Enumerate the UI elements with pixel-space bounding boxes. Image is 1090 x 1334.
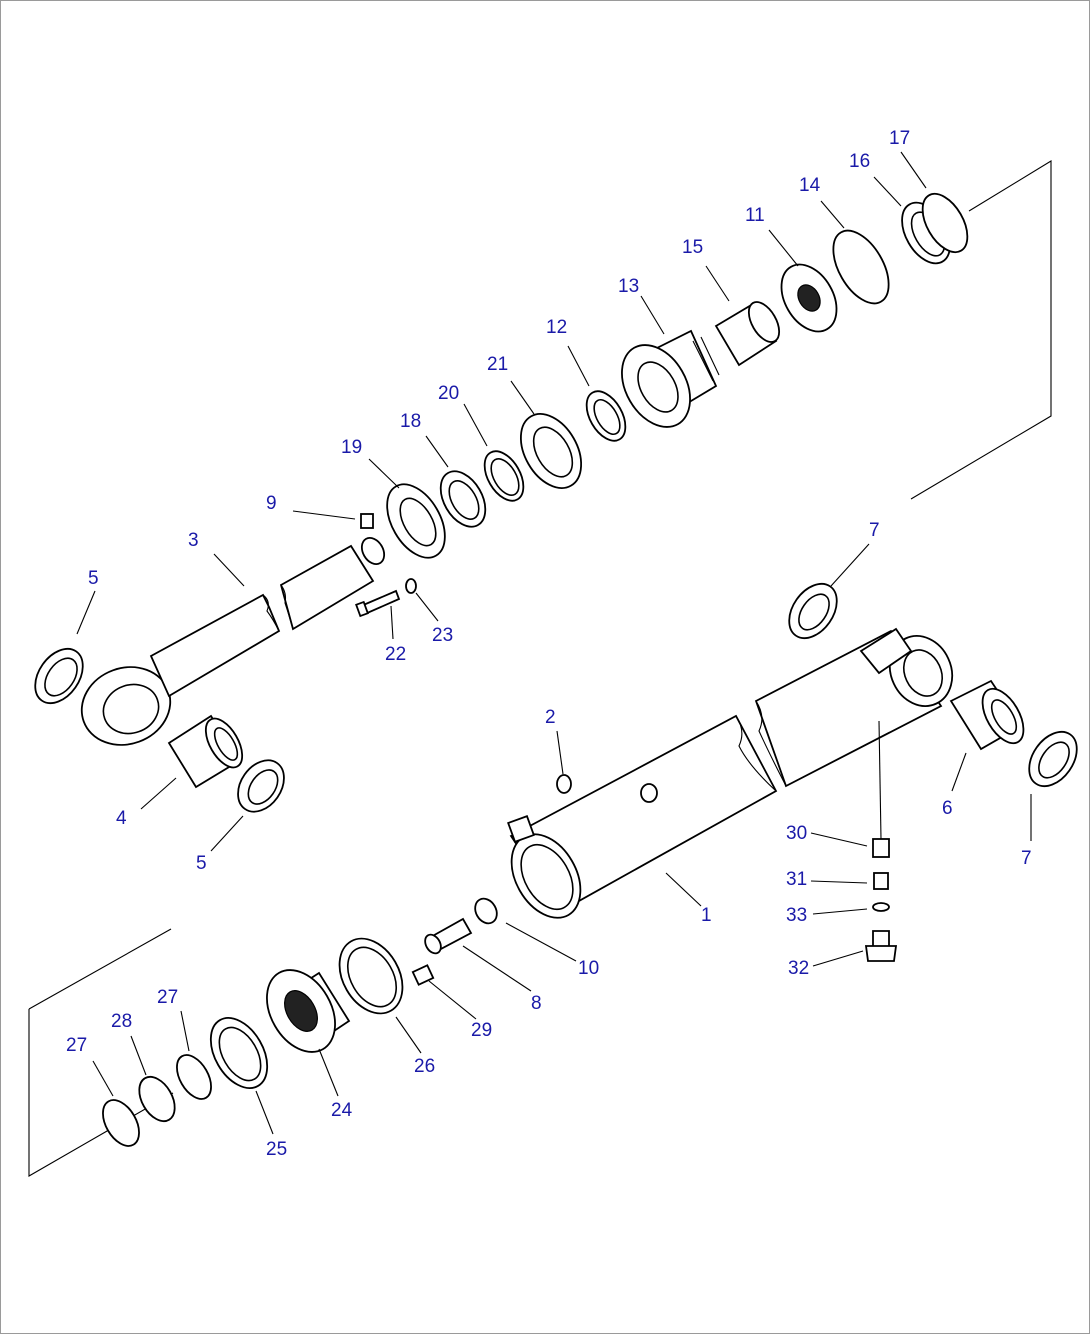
plug-32 [864,930,898,962]
ball-33 [872,902,890,912]
ring-12 [585,390,627,442]
callout-28: 28 [111,1011,132,1032]
ring-20 [483,450,525,502]
oring-2 [556,774,572,794]
dust-seal-7-lower [1028,730,1078,788]
cylinder-head-13 [621,329,720,428]
nut-11 [780,263,838,333]
callout-15: 15 [682,237,703,258]
bushing-6 [949,679,1025,751]
callout-10: 10 [578,958,599,979]
spring-31 [873,872,889,890]
cylinder-tube [507,627,954,919]
callout-20: 20 [438,383,459,404]
ring-28 [138,1076,176,1122]
washer-23 [405,578,417,594]
callout-27-lower: 27 [66,1035,87,1056]
plug-29 [411,964,435,986]
callout-9: 9 [266,493,277,514]
callout-1: 1 [701,905,712,926]
bushing-4 [167,714,244,789]
callout-18: 18 [400,411,421,432]
washer-10 [474,897,498,925]
callouts: 1 2 3 4 5 5 6 7 7 8 9 10 11 12 13 14 15 … [66,128,1032,1160]
callout-16: 16 [849,151,870,172]
ring-18 [439,470,487,528]
fitting-30 [872,838,890,858]
callout-25: 25 [266,1139,287,1160]
seal-21 [519,413,583,489]
leader-lines [76,151,1032,1135]
piston-24 [266,969,351,1053]
plug-9 [360,513,374,529]
bushing-15 [714,301,781,367]
callout-7-upper: 7 [869,520,880,541]
callout-30: 30 [786,823,807,844]
dust-seal-7-upper [788,582,838,640]
dust-seal-5-upper [34,647,84,705]
callout-23: 23 [432,625,453,646]
callout-31: 31 [786,869,807,890]
callout-32: 32 [788,958,809,979]
callout-14: 14 [799,175,821,196]
callout-13: 13 [618,276,639,297]
callout-29: 29 [471,1020,492,1041]
piston-rod [80,536,386,746]
callout-19: 19 [341,437,362,458]
callout-7-lower: 7 [1021,848,1032,869]
callout-17: 17 [889,128,910,149]
ring-26 [338,937,404,1015]
callout-8: 8 [531,993,542,1014]
bolt-22 [355,589,401,618]
valve-8 [424,917,473,955]
callout-33: 33 [786,905,807,926]
ring-27-lower [102,1099,140,1147]
callout-12: 12 [546,317,567,338]
dust-seal-5-lower [237,759,285,813]
callout-2: 2 [545,707,556,728]
callout-26: 26 [414,1056,435,1077]
callout-5-upper: 5 [88,568,99,589]
callout-24: 24 [331,1100,353,1121]
callout-3: 3 [188,530,199,551]
callout-5-lower: 5 [196,853,207,874]
callout-11: 11 [745,205,765,226]
plate-19 [386,483,446,559]
grease-fitting-group [864,720,898,962]
callout-27-upper: 27 [157,987,178,1008]
ring-17 [921,192,969,254]
ring-25 [209,1017,269,1089]
callout-4: 4 [116,808,127,829]
ring-14 [832,229,890,305]
callout-6: 6 [942,798,953,819]
ring-27-upper [176,1054,212,1100]
callout-22: 22 [385,644,406,665]
callout-21: 21 [487,354,508,375]
